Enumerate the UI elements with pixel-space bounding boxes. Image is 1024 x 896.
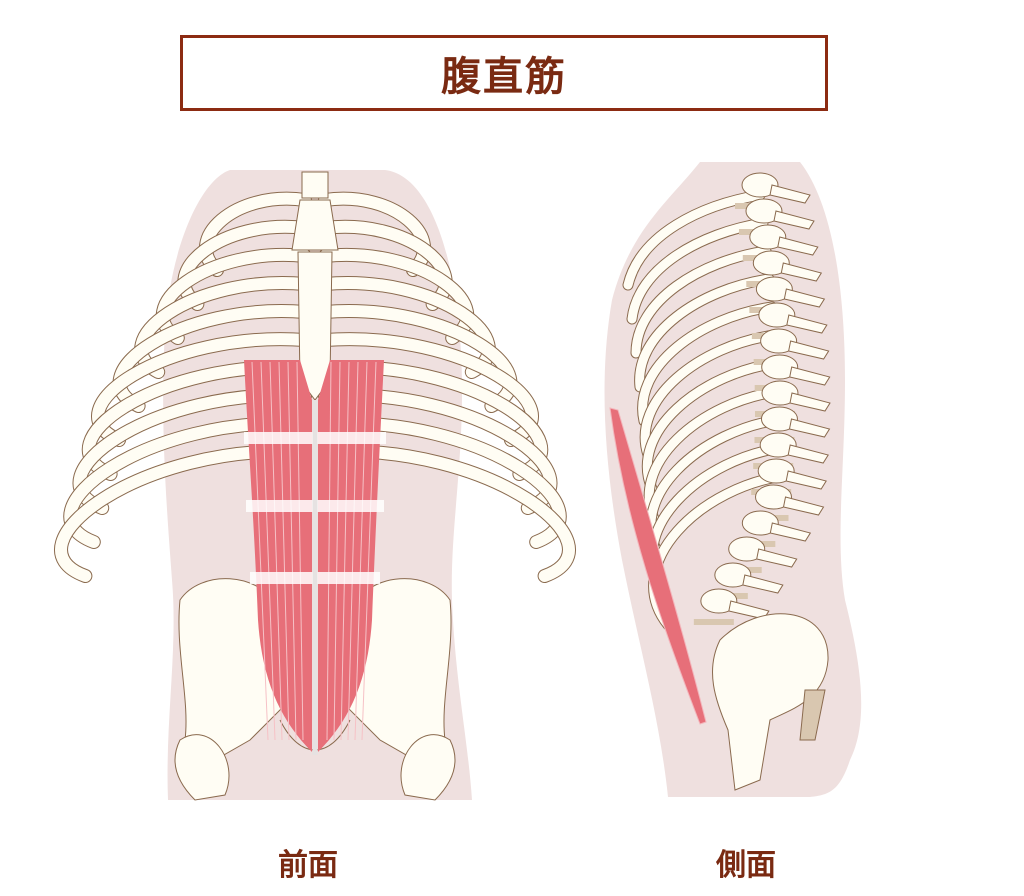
- muscle-fiber: [347, 361, 359, 741]
- rib: [319, 445, 575, 582]
- rib: [319, 248, 474, 344]
- vertebra: [760, 328, 798, 354]
- spinous-process: [789, 392, 831, 412]
- spinous-process: [782, 496, 825, 516]
- vertebra: [760, 406, 798, 432]
- rib: [135, 277, 311, 378]
- spinous-process: [783, 288, 826, 308]
- rib: [199, 192, 311, 276]
- rib: [644, 386, 786, 528]
- front-ribcage: [54, 191, 576, 583]
- spinous-process: [742, 574, 784, 594]
- vertebra: [761, 380, 799, 406]
- vertebra: [745, 198, 783, 224]
- rib: [319, 220, 452, 310]
- muscle-fiber: [260, 361, 276, 741]
- title-box: 腹直筋: [180, 35, 828, 111]
- muscle-fiber: [340, 361, 350, 741]
- vertebra: [758, 302, 796, 328]
- vertebra: [714, 562, 752, 588]
- side-view-figure: [604, 162, 862, 797]
- rib: [319, 277, 495, 378]
- rib: [156, 248, 311, 344]
- rib: [178, 220, 311, 310]
- spinous-process: [773, 210, 815, 230]
- spine: [693, 172, 831, 625]
- muscle-fiber: [269, 361, 283, 741]
- spinous-process: [769, 522, 812, 542]
- rectus-abdominis-side: [609, 407, 707, 725]
- vertebra: [700, 588, 738, 614]
- rib: [642, 358, 783, 494]
- vertebra: [759, 432, 797, 458]
- spinous-process: [777, 236, 819, 256]
- spinous-process: [785, 470, 827, 490]
- rib: [627, 218, 768, 324]
- front-view-label: 前面: [278, 848, 338, 883]
- vertebra: [741, 172, 779, 198]
- rib: [113, 305, 311, 412]
- muscle-fiber: [326, 361, 332, 741]
- rib: [55, 445, 311, 582]
- vertebra: [741, 510, 779, 536]
- spinous-process: [769, 184, 811, 204]
- intervertebral-disc: [693, 619, 734, 625]
- rectus-abdominis-front: [244, 360, 386, 755]
- sternum: [291, 171, 339, 401]
- muscle-fiber: [278, 361, 290, 741]
- spinous-process: [789, 366, 831, 386]
- rib: [623, 190, 765, 290]
- vertebra: [755, 276, 793, 302]
- spinous-process: [780, 262, 823, 282]
- muscle-fiber: [361, 361, 377, 741]
- side-view-label: 側面: [716, 848, 776, 883]
- side-pelvis: [712, 613, 829, 791]
- muscle-fiber: [333, 361, 341, 741]
- rib: [319, 192, 431, 276]
- spinous-process: [787, 444, 829, 464]
- rib: [638, 302, 777, 426]
- rib: [631, 246, 771, 358]
- rib: [635, 274, 774, 392]
- front-view-figure: [54, 170, 576, 801]
- vertebra: [755, 484, 793, 510]
- spinous-process: [788, 418, 831, 438]
- spinous-process: [786, 314, 828, 334]
- vertebra: [761, 354, 799, 380]
- spinous-process: [756, 548, 798, 568]
- muscle-fiber: [354, 361, 368, 741]
- vertebra: [749, 224, 787, 250]
- page-title: 腹直筋: [441, 54, 567, 100]
- spinous-process: [788, 340, 830, 360]
- muscle-fiber: [296, 361, 304, 741]
- rib: [640, 330, 780, 460]
- vertebra: [752, 250, 790, 276]
- vertebra: [728, 536, 766, 562]
- muscle-fiber: [287, 361, 297, 741]
- rib: [319, 305, 517, 412]
- muscle-fiber: [251, 361, 269, 741]
- vertebra: [757, 458, 795, 484]
